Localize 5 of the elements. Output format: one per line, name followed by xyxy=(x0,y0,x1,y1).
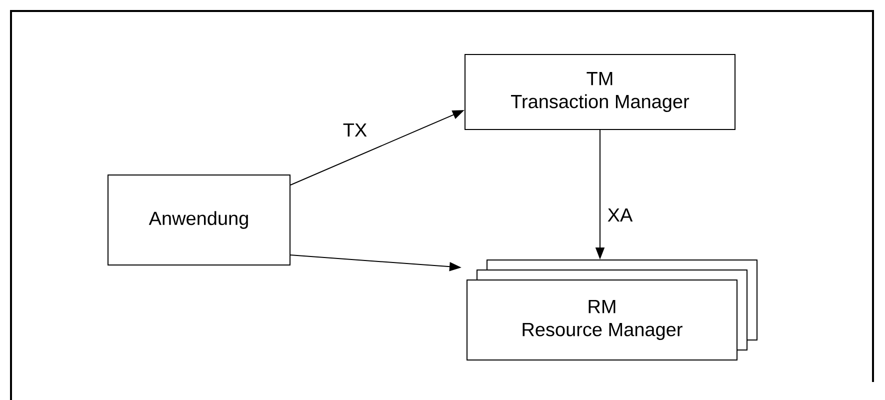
process-box: TM Transaction Manager xyxy=(464,54,736,130)
edge-label: XA xyxy=(606,207,634,223)
stacked-boxes: RM Resource Manager xyxy=(466,260,758,360)
edge-label: TX xyxy=(342,122,368,138)
process-box: Anwendung xyxy=(108,174,290,266)
